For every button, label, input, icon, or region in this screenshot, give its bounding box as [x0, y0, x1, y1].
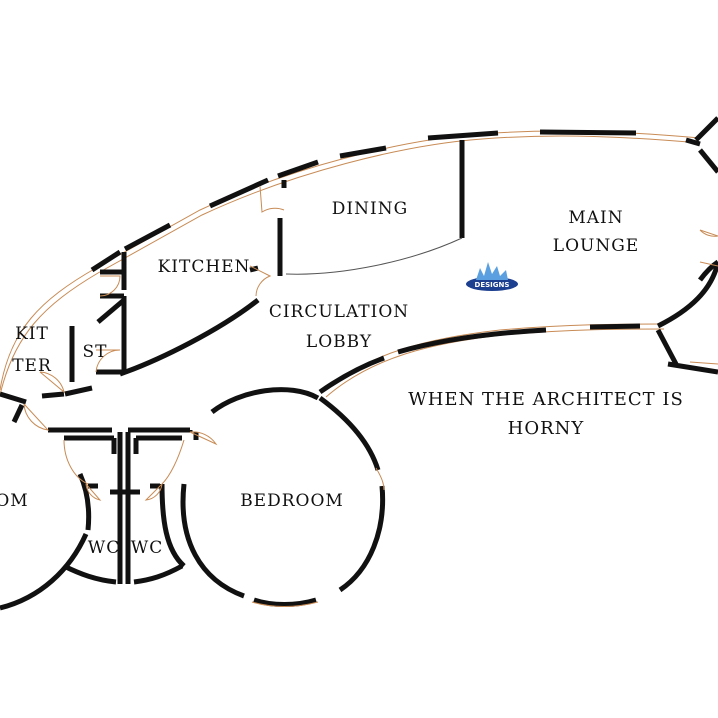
designs-logo: DESIGNS — [466, 262, 518, 291]
caption-line-2: HORNY — [508, 418, 585, 439]
room-label-dining: DINING — [332, 199, 408, 219]
room-label-lobby: LOBBY — [306, 332, 372, 352]
room-label-circulation: CIRCULATION — [269, 302, 409, 322]
room-label-kit: KIT — [15, 324, 49, 344]
room-label-lounge: LOUNGE — [553, 236, 639, 256]
caption-line-1: WHEN THE ARCHITECT IS — [408, 389, 684, 410]
room-label-wc-right: WC — [131, 538, 163, 558]
room-label-kitchen: KITCHEN — [158, 257, 251, 277]
door-swings — [23, 185, 718, 501]
outer-wall-top — [90, 116, 718, 273]
room-label-wc-left: WC — [88, 538, 120, 558]
interior-walls — [0, 140, 465, 424]
caption: WHEN THE ARCHITECT IS HORNY — [408, 389, 684, 439]
room-label-st: ST — [83, 342, 108, 362]
bedroom-wc-block — [0, 427, 199, 611]
room-label-ter: TER — [12, 356, 52, 376]
logo-text: DESIGNS — [475, 281, 510, 289]
room-label-main: MAIN — [568, 208, 623, 228]
glazing-lines — [0, 130, 718, 398]
room-label-bedroom-right: BEDROOM — [240, 491, 344, 511]
room-labels: DINING MAIN LOUNGE KITCHEN CIRCULATION L… — [0, 199, 639, 558]
room-label-bedroom-left: OM — [0, 491, 29, 511]
bedroom-right-circle — [180, 387, 386, 607]
outer-wall-bottom — [318, 259, 718, 395]
